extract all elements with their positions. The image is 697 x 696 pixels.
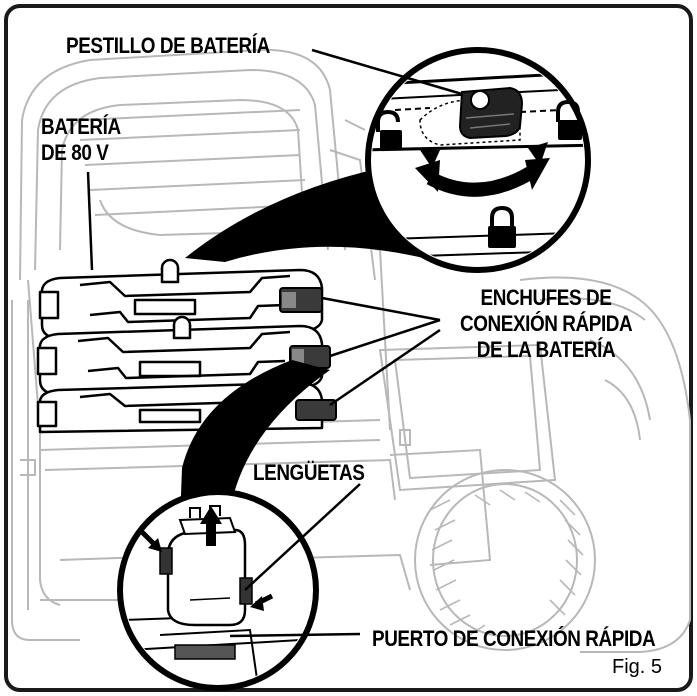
lift-arrow-icon	[200, 506, 222, 546]
quick-connect-plug-bottom	[295, 399, 337, 421]
figure-number: Fig. 5	[612, 656, 663, 678]
battery-label-line1: BATERÍA	[41, 114, 121, 139]
quick-plugs-label-line1: ENCHUFES DE	[480, 285, 612, 310]
press-arrow-icon	[138, 528, 162, 552]
unlocked-padlock-icon	[376, 109, 402, 150]
quick-port-label: PUERTO DE CONEXIÓN RÁPIDA	[372, 626, 656, 651]
battery-label-line2: DE 80 V	[41, 140, 109, 165]
tabs-label: LENGÜETAS	[253, 460, 365, 485]
quick-connect-plug-detail	[159, 505, 253, 627]
rotate-arrows-icon	[415, 142, 550, 197]
quick-plugs-label-line3: DE LA BATERÍA	[476, 337, 616, 362]
locked-padlock-icon	[488, 205, 516, 248]
quick-connect-plug-top	[279, 287, 323, 313]
battery-latch-label: PESTILLO DE BATERÍA	[66, 33, 270, 58]
leader-lines	[86, 48, 463, 638]
unlocked-padlock-icon	[556, 99, 582, 140]
battery-latch-knob	[458, 86, 524, 140]
rear-wheel-sketch	[414, 276, 691, 653]
press-arrow-icon	[250, 593, 274, 611]
quick-plugs-label-line2: CONEXIÓN RÁPIDA	[460, 311, 633, 336]
latch-detail-circle	[365, 47, 591, 273]
battery-pack-middle	[36, 315, 324, 396]
